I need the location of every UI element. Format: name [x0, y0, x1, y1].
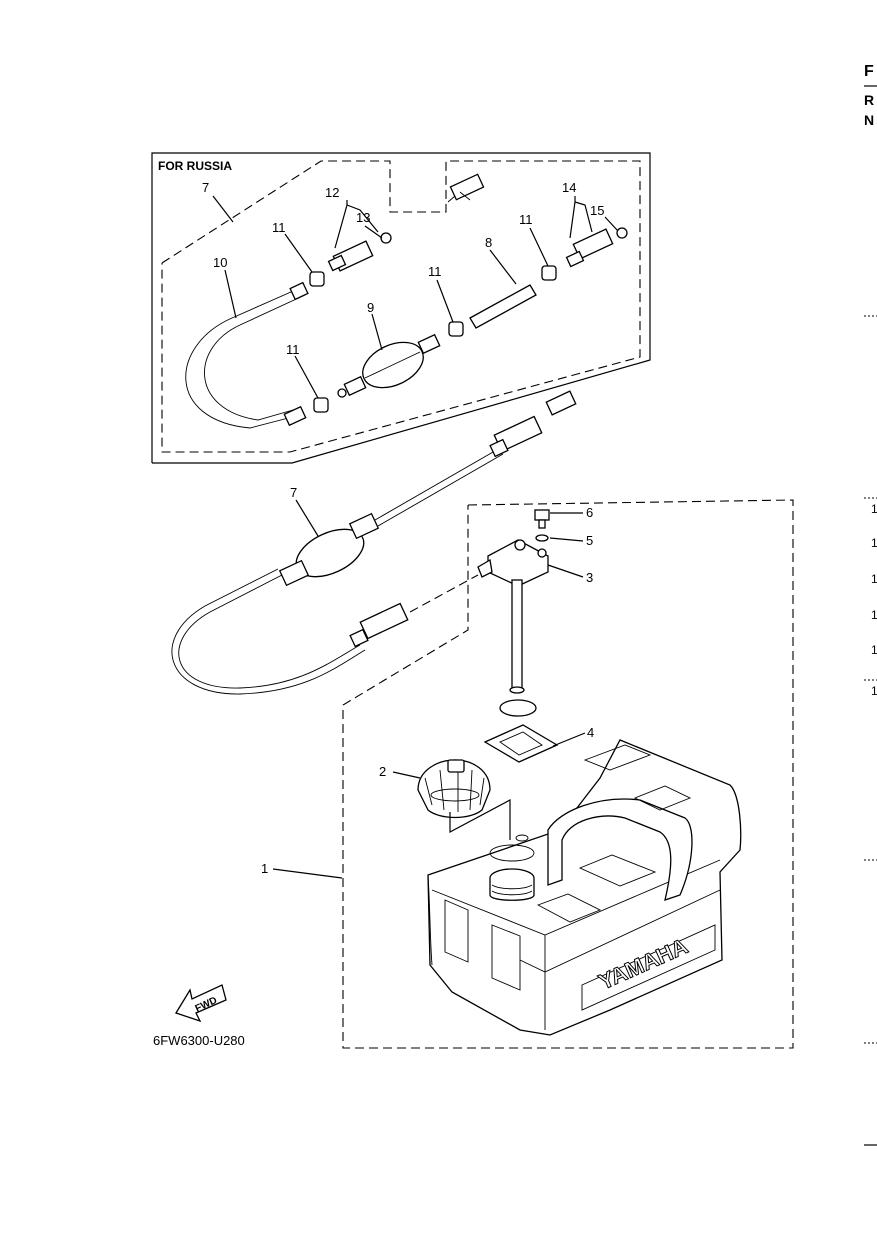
- inset-for-russia: FOR RUSSIA: [151, 152, 651, 464]
- fuel-gauge-assembly: [477, 509, 559, 763]
- callout-1: 1: [261, 861, 268, 876]
- hose-assembly: [171, 390, 577, 695]
- callout-9: 9: [367, 300, 374, 315]
- edge-letter-3: N: [864, 112, 874, 128]
- callout-14: 14: [562, 180, 576, 195]
- callout-10: 10: [213, 255, 227, 270]
- callout-8: 8: [485, 235, 492, 250]
- diagram-code: 6FW6300-U280: [153, 1033, 245, 1048]
- edge-number-2: 1: [871, 536, 877, 550]
- callout-2: 2: [379, 764, 386, 779]
- edge-letter-1: F: [864, 63, 874, 80]
- callout-12: 12: [325, 185, 339, 200]
- inset-title: FOR RUSSIA: [158, 159, 232, 173]
- edge-letter-2: R: [864, 92, 874, 108]
- tank-group-outline: [342, 499, 794, 1049]
- edge-number-6: 1: [871, 684, 877, 698]
- callout-11-c: 11: [428, 264, 442, 279]
- callout-13: 13: [356, 210, 370, 225]
- fuel-tank: YAMAHA: [427, 739, 742, 1036]
- inset-parts: [185, 173, 628, 429]
- callout-11-d: 11: [286, 342, 300, 357]
- fuel-cap: [417, 759, 511, 840]
- fwd-arrow-icon: FWD: [175, 984, 227, 1023]
- callout-5: 5: [586, 533, 593, 548]
- callout-labels: 7 12 13 11 10 8 11 11 9 11 14 15 7 6 5 3…: [202, 180, 604, 876]
- callout-6: 6: [586, 505, 593, 520]
- callout-11-a: 11: [272, 220, 286, 235]
- edge-number-1: 1: [871, 502, 877, 516]
- callout-7-inset: 7: [202, 180, 209, 195]
- callout-3: 3: [586, 570, 593, 585]
- callout-7: 7: [290, 485, 297, 500]
- edge-number-4: 1: [871, 608, 877, 622]
- leader-lines: [212, 195, 619, 879]
- callout-11-b: 11: [519, 212, 533, 227]
- right-edge-fragment: F R N 1 1 1 1 1 1: [864, 63, 877, 1146]
- edge-number-3: 1: [871, 572, 877, 586]
- callout-15: 15: [590, 203, 604, 218]
- edge-number-5: 1: [871, 643, 877, 657]
- callout-4: 4: [587, 725, 594, 740]
